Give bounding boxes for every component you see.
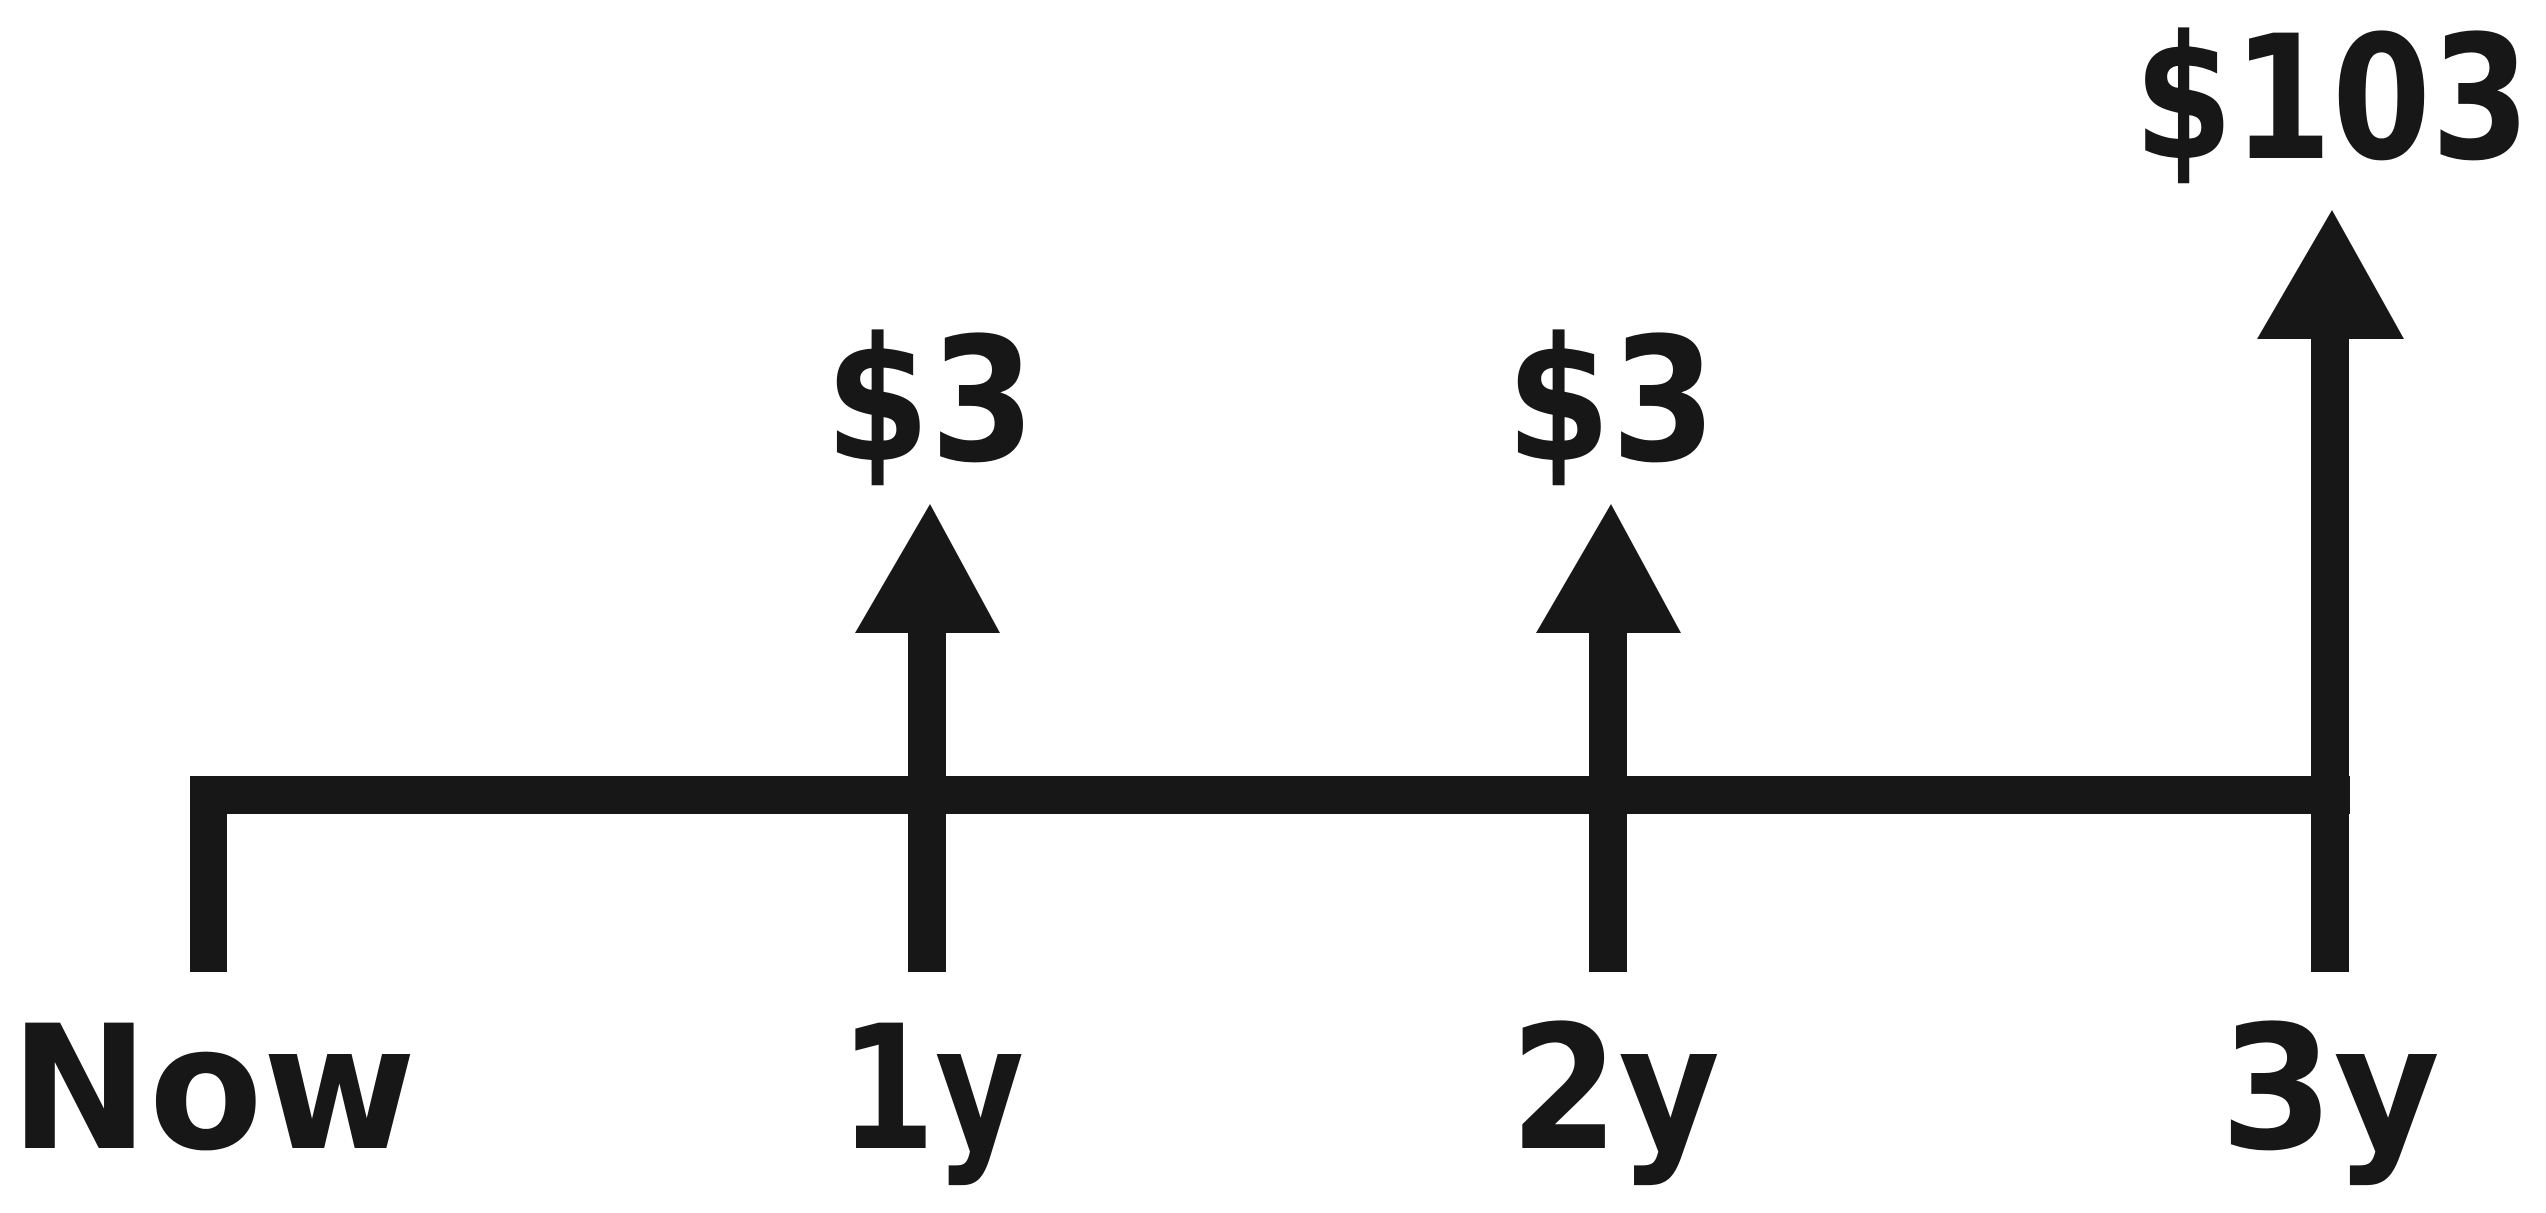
tick-1y [908, 632, 946, 972]
period-label-3y: 3y [2220, 988, 2440, 1189]
tick-now [190, 814, 227, 972]
period-label-1y: 1y [840, 988, 1024, 1189]
arrowhead-2y [1536, 504, 1681, 633]
cash-flow-label-3y: $103 [2134, 0, 2530, 199]
period-label-2y: 2y [1510, 988, 1720, 1189]
period-label-now: Now [10, 988, 416, 1189]
arrowhead-3y [2257, 210, 2404, 339]
cash-flow-label-1y: $3 [825, 300, 1035, 501]
cash-flow-label-2y: $3 [1506, 300, 1716, 501]
tick-2y [1589, 632, 1627, 972]
arrowhead-1y [855, 504, 1000, 633]
timeline-axis [190, 776, 2350, 814]
tick-3y [2311, 332, 2349, 972]
